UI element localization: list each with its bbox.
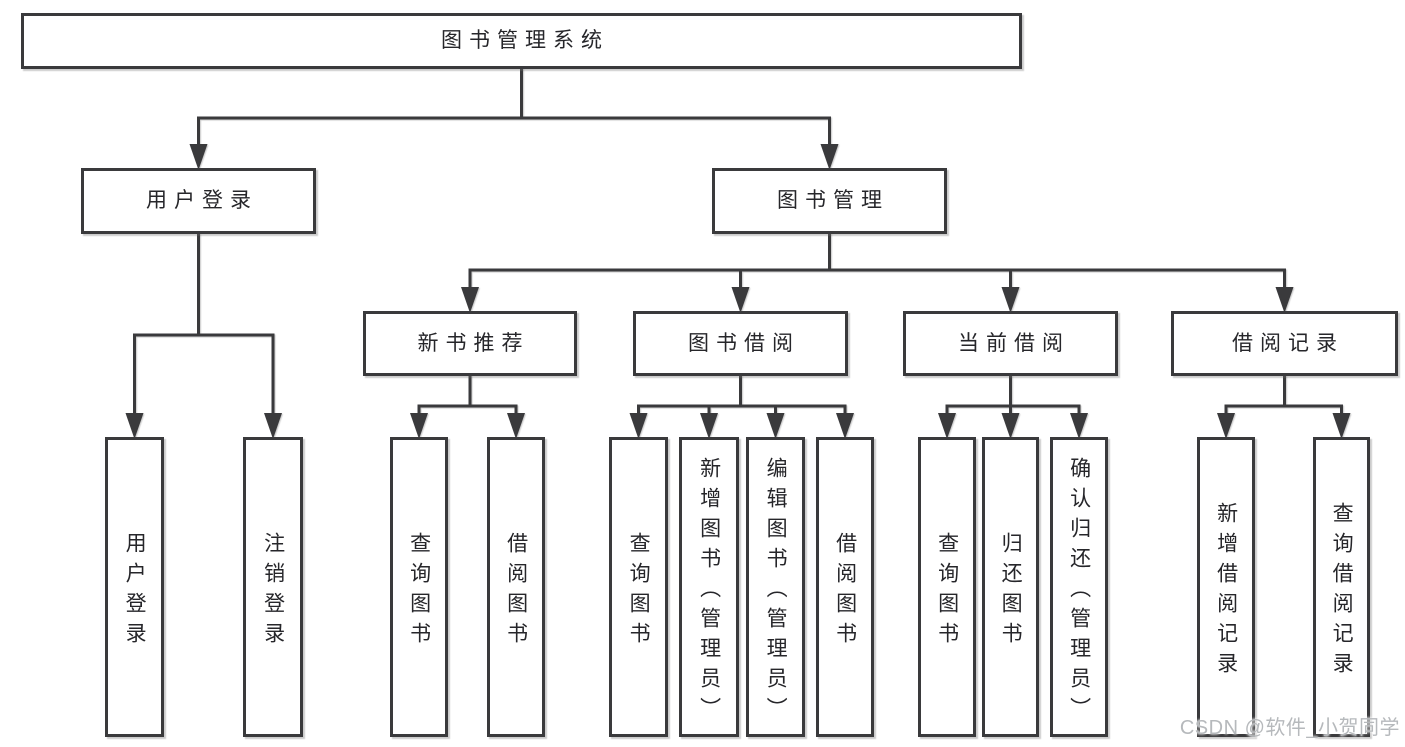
arrowhead-icon	[938, 413, 956, 439]
node-leaf-borrow-book-a: 借阅图书	[487, 437, 545, 737]
arrowhead-icon	[1001, 413, 1020, 439]
node-label: 新书推荐	[417, 331, 530, 355]
node-label: 图书管理系统	[441, 29, 609, 53]
node-root: 图书管理系统	[21, 13, 1022, 69]
arrowhead-icon	[836, 413, 854, 439]
node-label: 注销登录	[261, 531, 285, 652]
node-leaf-user-login: 用户登录	[105, 437, 164, 737]
node-label: 用户登录	[123, 531, 147, 652]
node-new-book-rec: 新书推荐	[363, 311, 577, 376]
node-leaf-edit-book: 编辑图书（管理员）	[746, 437, 805, 737]
node-leaf-logout: 注销登录	[243, 437, 303, 737]
arrowhead-icon	[820, 144, 839, 170]
arrowhead-icon	[461, 287, 479, 313]
arrowhead-icon	[1001, 287, 1020, 313]
node-leaf-borrow-book-b: 借阅图书	[816, 437, 874, 737]
arrowhead-icon	[264, 413, 282, 439]
node-label: 借阅记录	[1232, 331, 1344, 355]
arrowhead-icon	[125, 413, 144, 439]
node-leaf-add-record: 新增借阅记录	[1197, 437, 1255, 737]
arrowhead-icon	[1332, 413, 1351, 439]
node-label: 查询图书	[935, 531, 959, 652]
arrowhead-icon	[189, 144, 208, 170]
node-book-borrow: 图书借阅	[633, 311, 848, 376]
arrowhead-icon	[1217, 413, 1235, 439]
node-label: 图书借阅	[688, 331, 800, 355]
node-leaf-query-book-a: 查询图书	[390, 437, 448, 737]
node-leaf-add-book: 新增图书（管理员）	[679, 437, 739, 737]
node-label: 查询图书	[407, 531, 431, 652]
node-label: 查询图书	[627, 531, 651, 652]
arrowhead-icon	[1070, 413, 1088, 439]
arrowhead-icon	[1275, 287, 1294, 313]
node-leaf-query-record: 查询借阅记录	[1313, 437, 1370, 737]
node-label: 新增借阅记录	[1214, 501, 1238, 682]
node-book-mgmt: 图书管理	[712, 168, 947, 234]
node-label: 新增图书（管理员）	[697, 456, 721, 727]
arrowhead-icon	[731, 287, 750, 313]
arrowhead-icon	[766, 413, 785, 439]
node-label: 当前借阅	[958, 331, 1070, 355]
node-borrow-record: 借阅记录	[1171, 311, 1398, 376]
arrowhead-icon	[410, 413, 428, 439]
node-label: 借阅图书	[833, 531, 857, 652]
node-label: 归还图书	[999, 531, 1023, 652]
node-label: 图书管理	[777, 189, 889, 213]
node-current-borrow: 当前借阅	[903, 311, 1118, 376]
node-label: 查询借阅记录	[1330, 501, 1354, 682]
node-leaf-query-book-b: 查询图书	[609, 437, 668, 737]
node-label: 确认归还（管理员）	[1067, 456, 1091, 727]
node-leaf-query-book-c: 查询图书	[918, 437, 976, 737]
node-label: 借阅图书	[504, 531, 528, 652]
node-leaf-return-book: 归还图书	[982, 437, 1039, 737]
node-label: 用户登录	[146, 189, 258, 213]
node-label: 编辑图书（管理员）	[764, 456, 788, 727]
arrowhead-icon	[507, 413, 525, 439]
node-user-login: 用户登录	[81, 168, 316, 234]
csdn-watermark: CSDN @软件_小贺同学	[1179, 717, 1400, 739]
node-leaf-confirm-return: 确认归还（管理员）	[1050, 437, 1108, 737]
arrowhead-icon	[700, 413, 718, 439]
arrowhead-icon	[629, 413, 648, 439]
